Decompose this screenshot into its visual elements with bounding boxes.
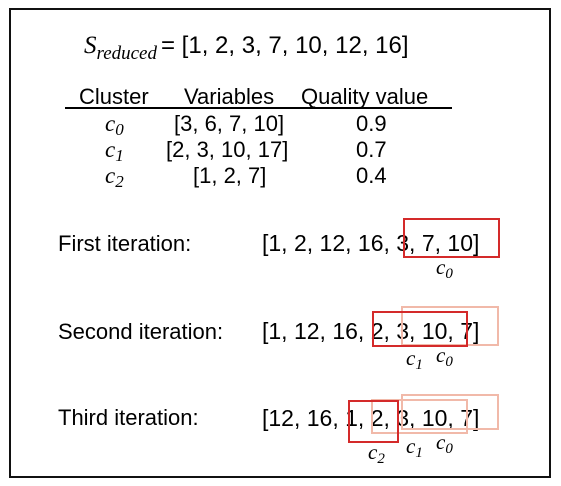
cluster-box-c1-faint (371, 399, 468, 434)
table-row-cluster: c2 (105, 163, 124, 191)
cluster-label-c1: c1 (406, 434, 423, 461)
equation-symbol: S (84, 32, 97, 59)
table-row-quality: 0.9 (356, 111, 387, 136)
cluster-box-c1 (372, 311, 468, 347)
table-row-variables: [3, 6, 7, 10] (174, 111, 285, 136)
table-row-variables: [2, 3, 10, 17] (166, 137, 289, 162)
cluster-box-c0-faint (401, 394, 499, 430)
cluster-label-c0: c0 (436, 255, 453, 282)
iteration-label-first: First iteration: (58, 231, 192, 256)
cluster-label-c1: c1 (406, 346, 423, 373)
iteration-sequence-second: [1, 12, 16, 2, 3, 10, 7] (262, 318, 480, 344)
table-row-cluster: c1 (105, 137, 124, 165)
table-row-quality: 0.7 (356, 137, 387, 162)
equation-rhs: = [1, 2, 3, 7, 10, 12, 16] (161, 32, 409, 59)
equation-subscript: reduced (96, 43, 158, 64)
equation: Sreduced = [1, 2, 3, 7, 10, 12, 16] (84, 32, 409, 64)
table-row-cluster: c0 (105, 111, 124, 139)
cluster-box-c0 (403, 218, 500, 258)
iteration-sequence-third: [12, 16, 1, 2, 3, 10, 7] (262, 405, 480, 431)
table-row-quality: 0.4 (356, 163, 387, 188)
table-header-quality: Quality value (301, 84, 429, 109)
table-row-variables: [1, 2, 7] (193, 163, 267, 188)
cluster-box-c2 (348, 400, 399, 443)
table-header-variables: Variables (184, 84, 275, 109)
table-header-rule (65, 107, 452, 109)
cluster-label-c0: c0 (436, 343, 453, 370)
cluster-label-c0: c0 (436, 430, 453, 457)
iteration-label-third: Third iteration: (58, 405, 199, 430)
cluster-label-c2: c2 (368, 440, 385, 467)
iteration-label-second: Second iteration: (58, 319, 224, 344)
iteration-sequence-first: [1, 2, 12, 16, 3, 7, 10] (262, 230, 480, 256)
table-header-cluster: Cluster (79, 84, 149, 109)
